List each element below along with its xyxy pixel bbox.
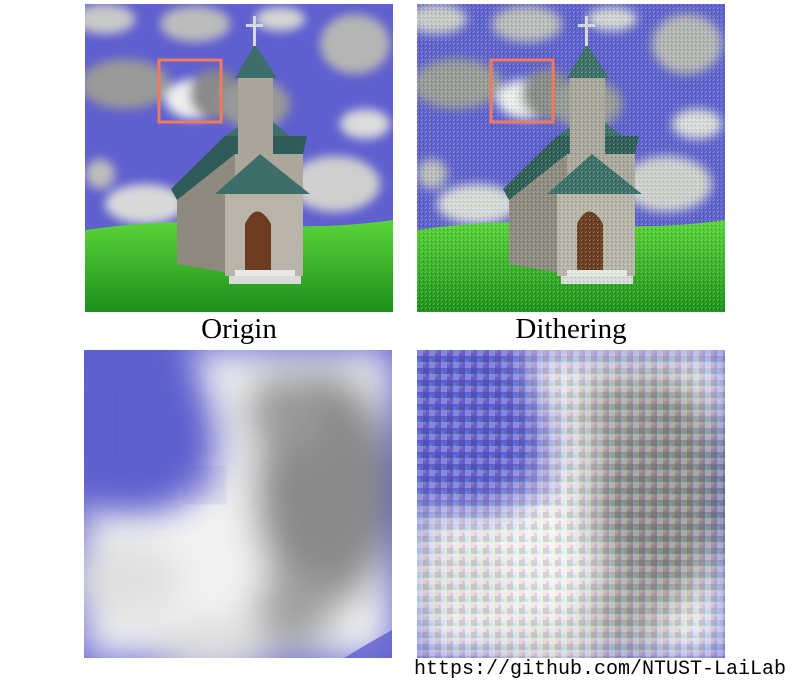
dithering-label: Dithering [515, 313, 627, 345]
github-url: https://github.com/NTUST-LaiLab [413, 658, 786, 681]
origin-scene-image [85, 4, 393, 312]
origin-zoom-image [84, 350, 392, 658]
origin-label: Origin [201, 313, 277, 345]
dithering-zoom-image [417, 350, 725, 658]
dithering-scene-image [417, 4, 725, 312]
